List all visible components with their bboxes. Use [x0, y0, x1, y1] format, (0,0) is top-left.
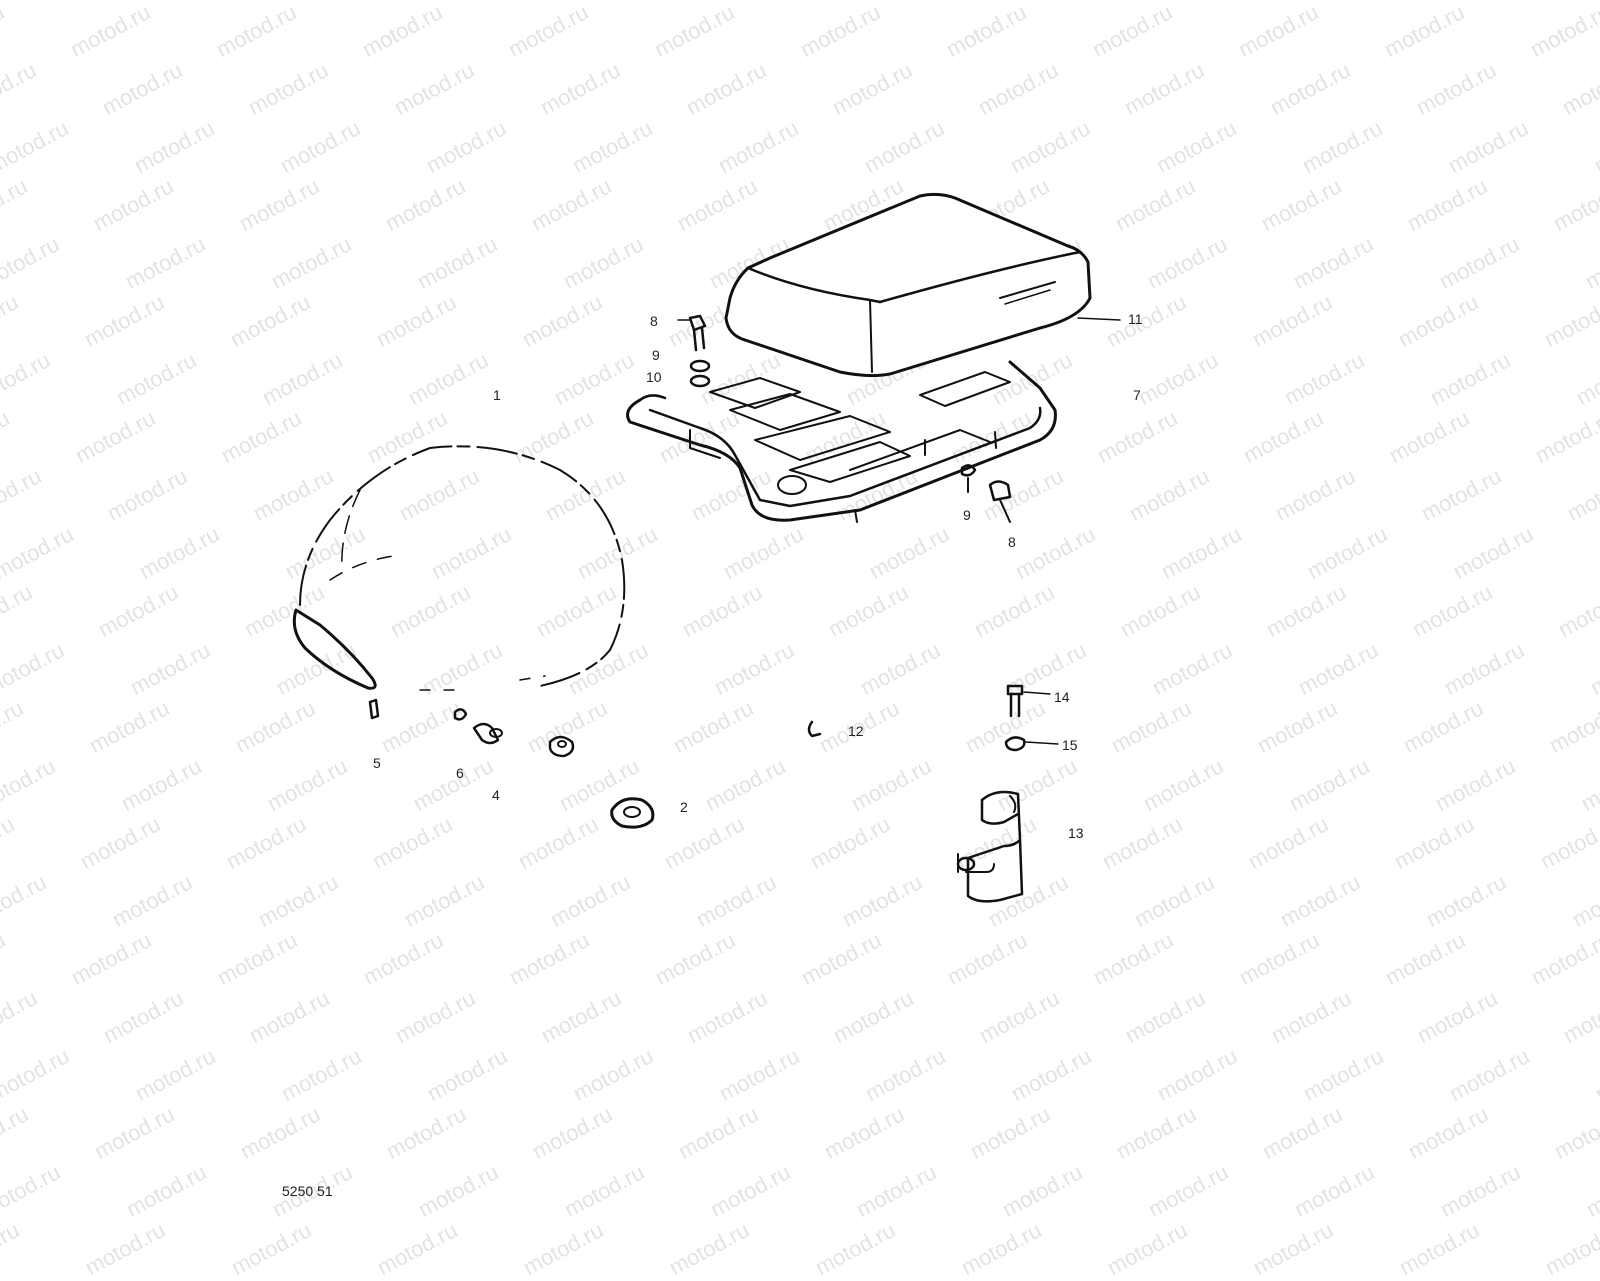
- callout-2: 2: [680, 799, 688, 815]
- watermark-text: motod.ru: [373, 1217, 462, 1281]
- watermark-text: motod.ru: [81, 1217, 170, 1281]
- watermark-text: motod.ru: [1395, 1217, 1484, 1281]
- watermark-text: motod.ru: [1103, 1217, 1192, 1281]
- washer-9-lower: [960, 464, 977, 493]
- washer-10: [689, 374, 711, 388]
- callout-8-lower: 8: [1008, 534, 1016, 550]
- bolt-8-upper: [688, 314, 707, 352]
- callout-10: 10: [646, 369, 662, 385]
- part-6: [453, 708, 468, 721]
- watermark-text: motod.ru: [957, 1217, 1046, 1281]
- callout-15: 15: [1062, 737, 1078, 753]
- rear-seat-cushion: [724, 192, 1092, 378]
- washer-9-upper: [689, 359, 711, 373]
- callout-13: 13: [1068, 825, 1084, 841]
- luggage-carrier: [626, 360, 1057, 523]
- watermark-text: motod.ru: [665, 1217, 754, 1281]
- callout-7: 7: [1133, 387, 1141, 403]
- callout-14: 14: [1054, 689, 1070, 705]
- grommet-upper: [548, 735, 575, 758]
- watermark-text: motod.ru: [519, 1217, 608, 1281]
- exploded-parts-diagram: 8 9 10 11 7 9 8 1 5 6 4 2 12 14 15 13 52…: [282, 192, 1143, 1199]
- watermark-text: motod.ru: [1541, 1217, 1600, 1281]
- washer-15: [1004, 736, 1026, 752]
- callout-11: 11: [1128, 311, 1143, 327]
- watermark-text: motod.ru: [811, 1217, 900, 1281]
- diagram-code: 5250 51: [282, 1183, 333, 1199]
- callout-1: 1: [493, 387, 501, 403]
- callout-8-upper: 8: [650, 313, 658, 329]
- main-seat: [292, 445, 626, 691]
- watermark-text: motod.ru: [1249, 1217, 1338, 1281]
- callout-9-upper: 9: [652, 347, 660, 363]
- part-12: [807, 720, 822, 738]
- callout-4: 4: [492, 787, 500, 803]
- bolt-8-lower: [988, 480, 1012, 523]
- watermark-text: motod.ru: [227, 1217, 316, 1281]
- callout-6: 6: [456, 765, 464, 781]
- leader-lines: [677, 317, 1121, 745]
- callout-9-lower: 9: [963, 507, 971, 523]
- part-4: [472, 722, 503, 745]
- part-2-grommet: [610, 797, 655, 829]
- part-5: [368, 698, 380, 720]
- bracket-13: [956, 790, 1024, 903]
- watermark-text: motod.ru: [0, 1217, 24, 1281]
- bolt-14: [1006, 684, 1024, 718]
- callout-5: 5: [373, 755, 381, 771]
- callout-12: 12: [848, 723, 864, 739]
